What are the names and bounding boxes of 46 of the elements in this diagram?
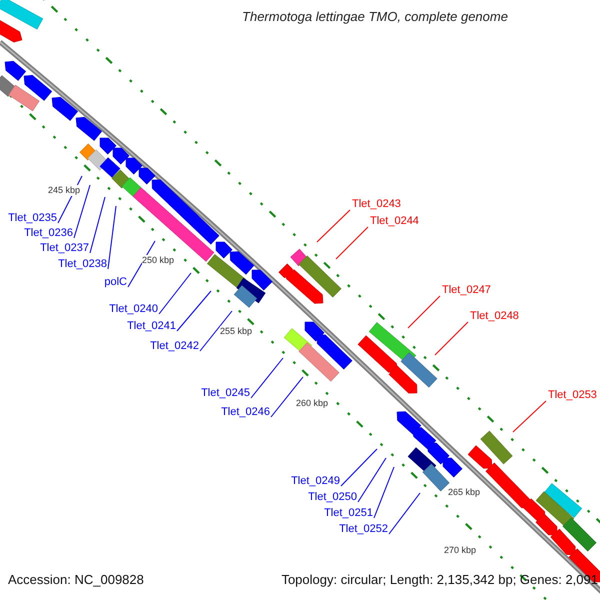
gene-label: Tlet_0245 xyxy=(201,386,250,400)
gene-label: Tlet_0246 xyxy=(221,405,270,419)
gene-label: Tlet_0243 xyxy=(352,197,401,211)
scale-label: 255 kbp xyxy=(220,326,252,337)
gene-label: Tlet_0251 xyxy=(324,506,373,520)
leader-line xyxy=(358,458,386,502)
leader-line xyxy=(316,210,350,242)
gene-label: Tlet_0248 xyxy=(470,309,519,323)
gene-label: Tlet_0249 xyxy=(291,474,340,488)
gene-label: Tlet_0236 xyxy=(24,226,73,240)
leader-line xyxy=(374,466,394,518)
gene-label: Tlet_0237 xyxy=(40,241,89,255)
footer-text: Accession: NC_009828 xyxy=(8,573,144,587)
gene-label: Tlet_0244 xyxy=(370,214,419,228)
gene-label: Tlet_0242 xyxy=(150,339,199,353)
leader-line xyxy=(340,448,378,486)
gene-label: Tlet_0250 xyxy=(308,490,357,504)
scale-label: 270 kbp xyxy=(444,545,476,556)
title: Thermotoga lettingae TMO, complete genome xyxy=(241,10,509,24)
leader-line xyxy=(176,290,212,332)
leader-line xyxy=(434,322,468,356)
leader-line xyxy=(336,226,368,260)
gene-label: polC xyxy=(104,275,127,289)
scale-label: 260 kbp xyxy=(296,398,328,409)
leader-line xyxy=(90,196,106,254)
gene-label: Tlet_0241 xyxy=(127,319,176,333)
gene-label: Tlet_0235 xyxy=(8,211,57,225)
gene-label: Tlet_0253 xyxy=(548,388,597,402)
gene-label: Tlet_0252 xyxy=(339,522,388,536)
gene-label: Tlet_0240 xyxy=(109,302,158,316)
leader-line xyxy=(388,492,420,534)
gene-label: Tlet_0247 xyxy=(442,283,491,297)
leader-line xyxy=(200,310,232,352)
leader-line xyxy=(270,376,304,418)
gene-label: Tlet_0238 xyxy=(58,257,107,271)
scale-label: 245 kbp xyxy=(48,185,80,196)
leader-line xyxy=(408,296,440,328)
scale-label: 265 kbp xyxy=(448,487,480,498)
leader-line xyxy=(108,206,116,270)
leader-line xyxy=(158,272,192,314)
leader-line xyxy=(128,240,156,288)
leader-line xyxy=(74,184,90,238)
leader-line xyxy=(250,358,284,398)
leader-line xyxy=(512,400,546,432)
footer-text: Topology: circular; Length: 2,135,342 bp; Genes: 2,091 xyxy=(281,573,598,587)
scale-label: 250 kbp xyxy=(142,255,174,266)
